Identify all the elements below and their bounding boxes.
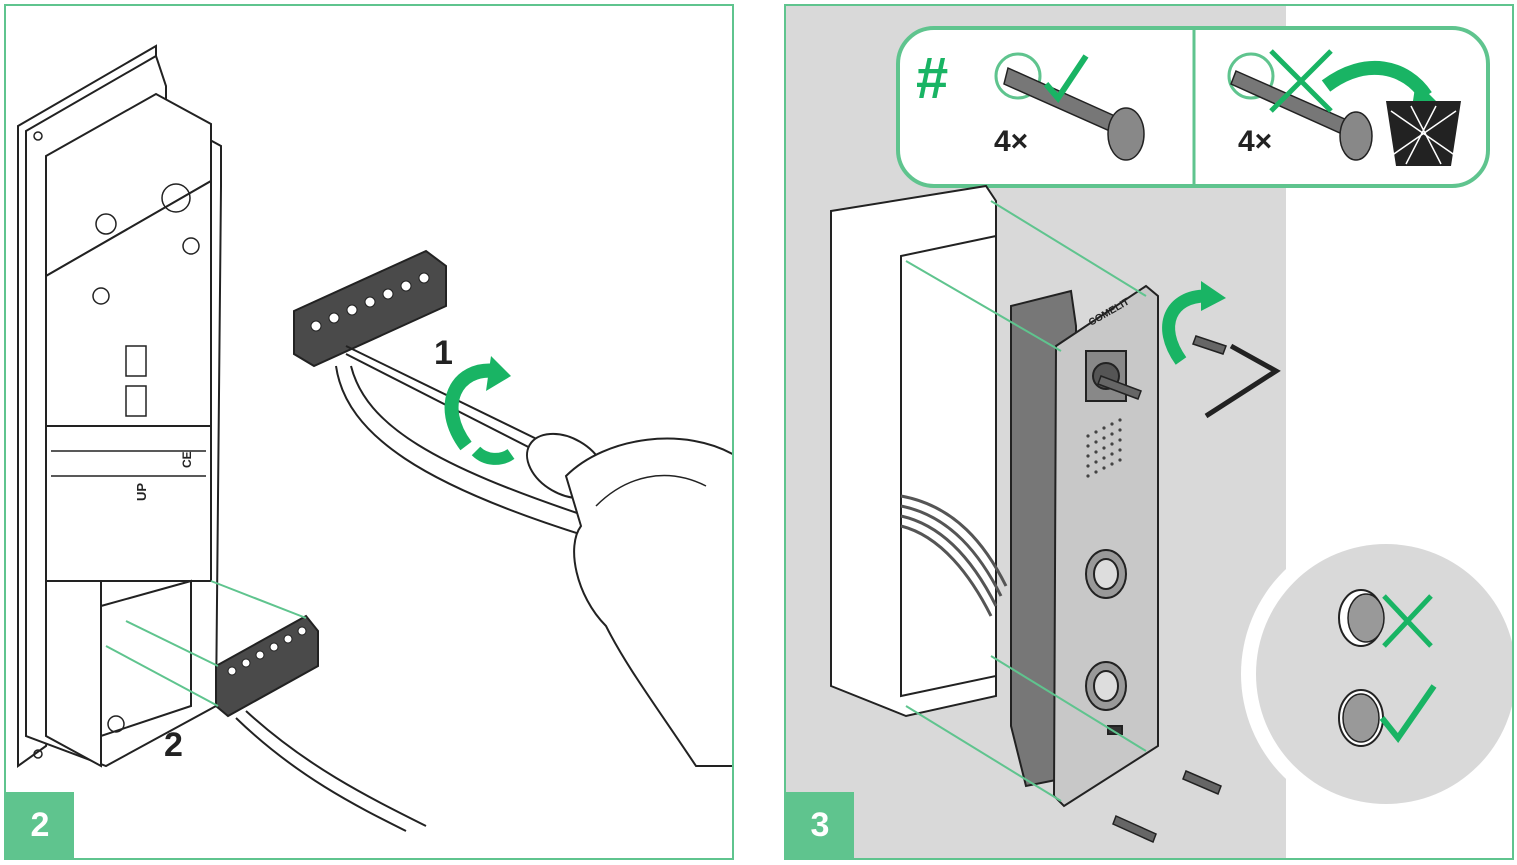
screw-info-box: # 4× 4× <box>896 26 1490 188</box>
terminal-block-connector-2 <box>215 614 319 718</box>
trash-bin-icon <box>1386 101 1461 166</box>
hand <box>564 437 732 767</box>
wall-mounting-plate <box>17 44 222 768</box>
keep-screw-icon <box>994 52 1145 161</box>
rotate-arrow-icon <box>1162 281 1226 365</box>
rotate-arrow-icon <box>444 356 515 465</box>
step-3-panel: # 4× 4× <box>784 4 1514 860</box>
connector-cable-2 <box>245 710 427 827</box>
incorrect-cross-icon <box>1382 594 1433 648</box>
connector-cable-1 <box>335 365 587 537</box>
up-marking: UP <box>134 483 149 501</box>
step-2-panel: UP CE <box>4 4 734 860</box>
step-2-illustration: UP CE <box>17 44 732 832</box>
step-number-badge: 2 <box>6 792 74 858</box>
hash-symbol: # <box>916 46 948 111</box>
check-icon <box>1043 54 1089 103</box>
allen-key <box>1204 343 1281 419</box>
callout-2: 2 <box>164 726 183 764</box>
cross-icon <box>1269 49 1333 113</box>
speaker-grille <box>1086 418 1122 478</box>
terminal-block-connector-1 <box>293 249 447 368</box>
step-3-illustration: # 4× 4× <box>786 6 1512 858</box>
screw-head-detail <box>1241 529 1512 819</box>
connector-guide-lines <box>105 580 307 707</box>
discard-screw-icon <box>1227 52 1373 161</box>
discard-quantity: 4× <box>1238 125 1272 158</box>
mounting-screws <box>1097 335 1227 844</box>
mounting-guide-lines <box>905 200 1147 802</box>
correct-check-icon <box>1379 684 1437 744</box>
callout-1: 1 <box>434 334 453 372</box>
keep-quantity: 4× <box>994 125 1028 158</box>
wiring <box>900 494 1008 617</box>
step-number-badge: 3 <box>786 792 854 858</box>
door-station-module <box>1010 284 1159 808</box>
ce-marking: CE <box>180 451 194 468</box>
plate-details <box>33 131 206 759</box>
